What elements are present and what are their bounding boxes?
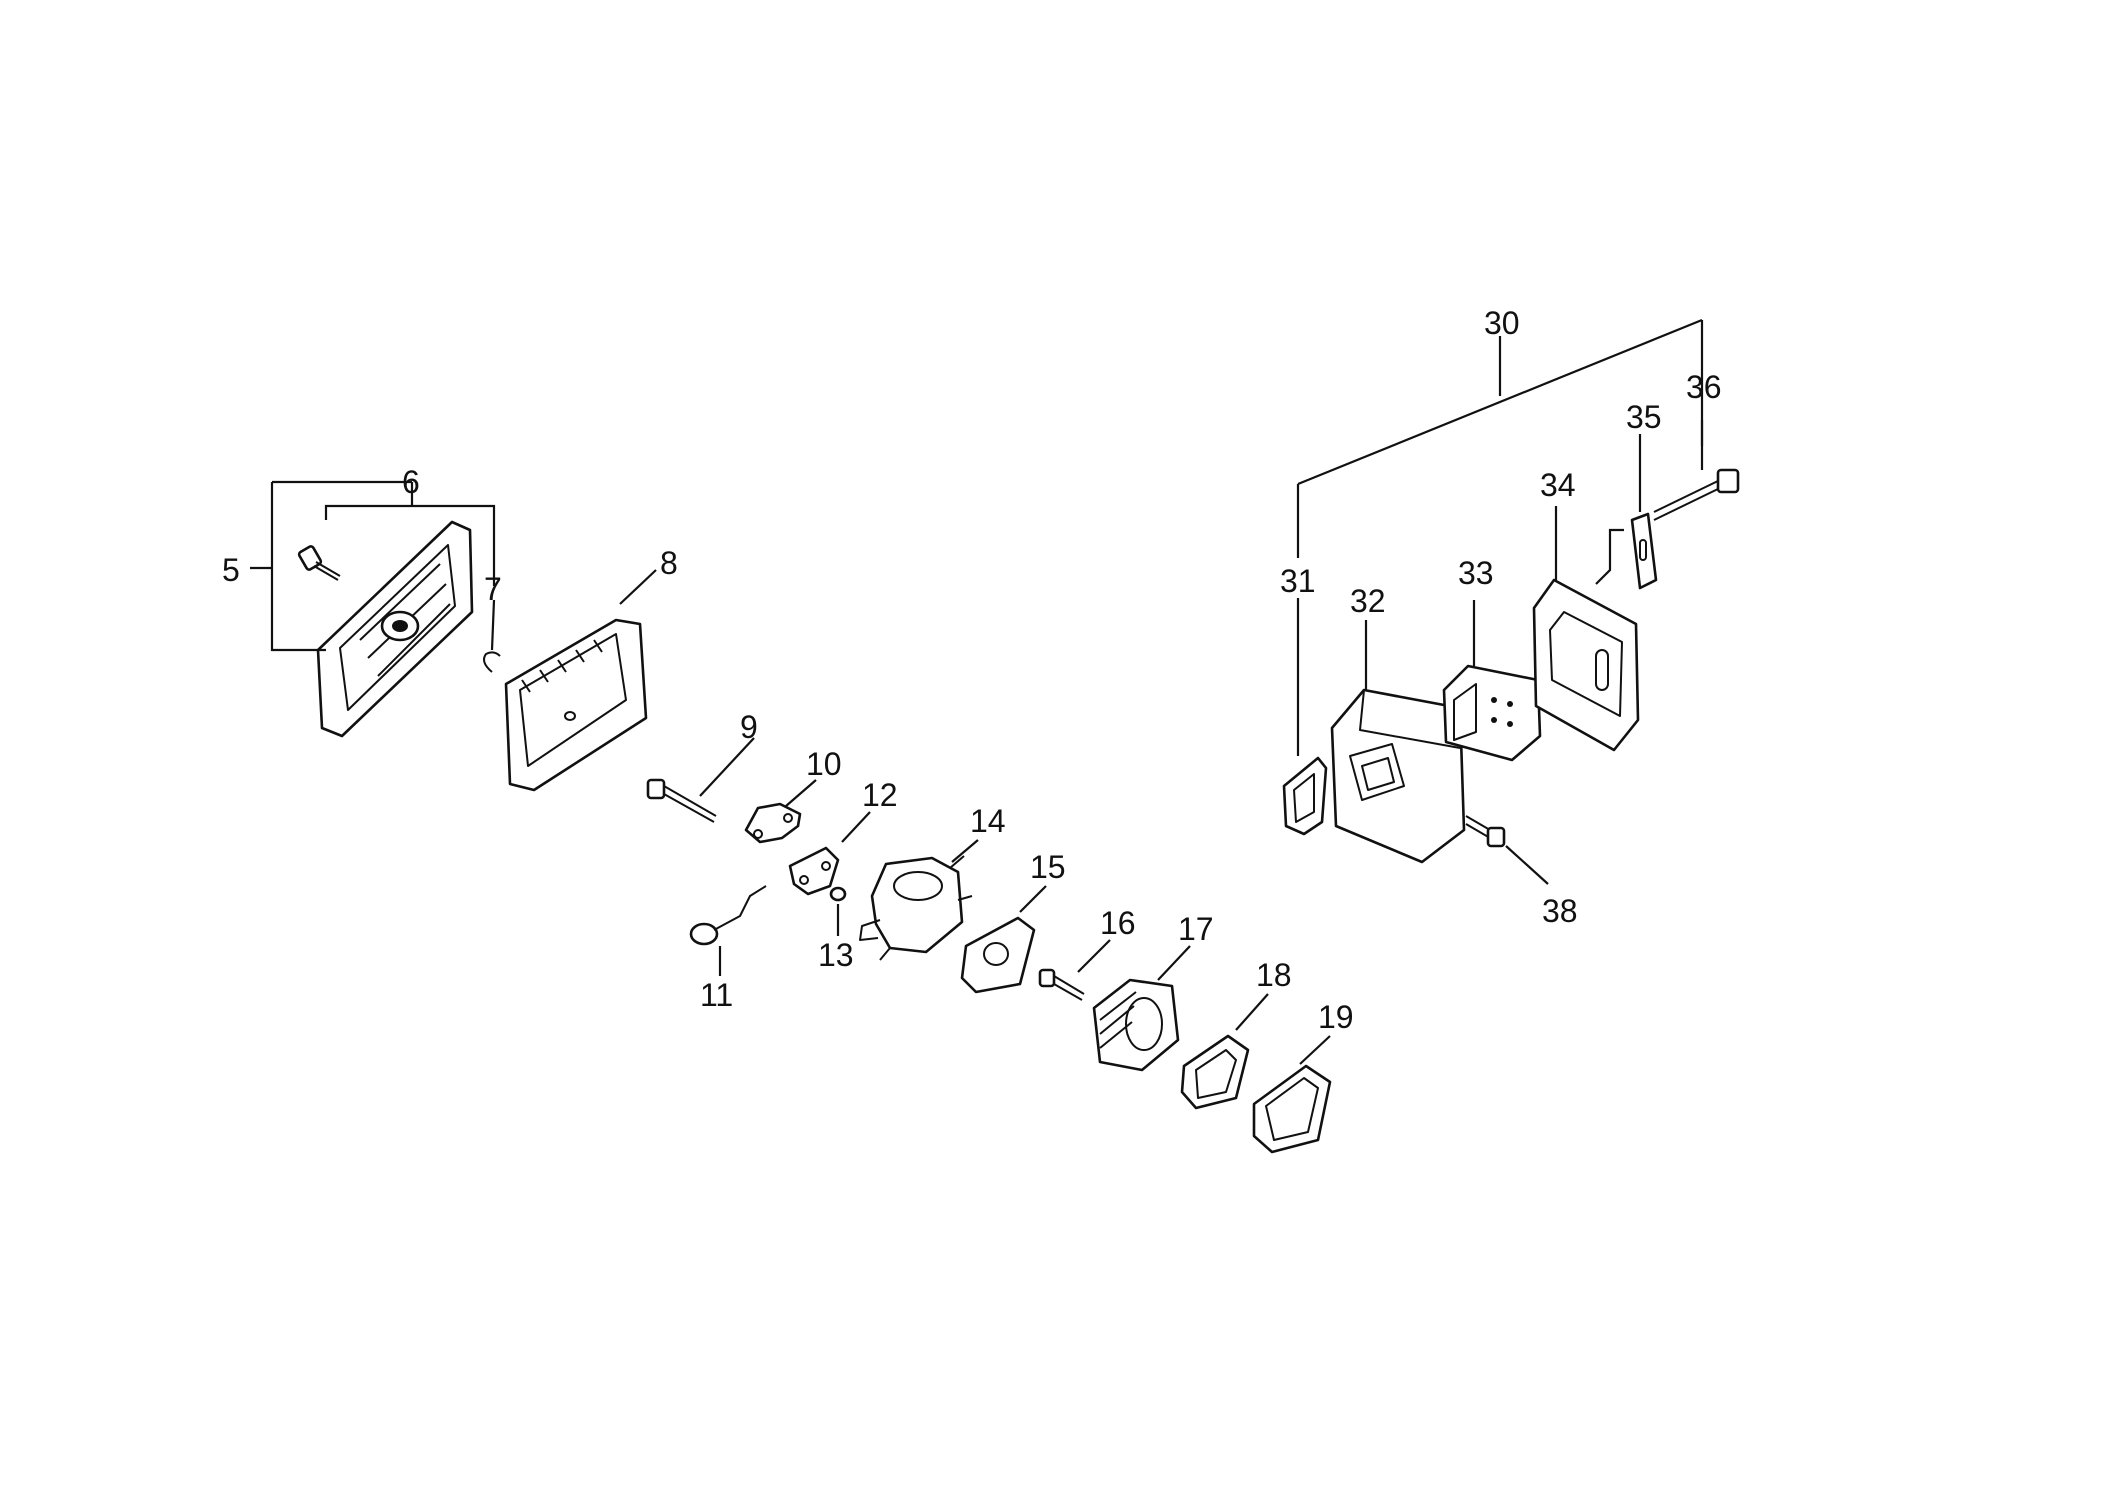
part-31-muffler-gasket bbox=[1282, 756, 1328, 836]
callout-19: 19 bbox=[1318, 999, 1354, 1035]
callout-7: 7 bbox=[484, 571, 502, 607]
callout-34: 34 bbox=[1540, 467, 1576, 503]
part-16-bolt bbox=[1038, 968, 1085, 1001]
callout-11: 11 bbox=[700, 977, 733, 1013]
part-12-plate bbox=[788, 846, 840, 896]
callout-labels: 5 6 7 8 9 10 11 12 13 14 15 16 17 18 19 … bbox=[222, 305, 1722, 1035]
leader-lines bbox=[250, 318, 1704, 1065]
part-11-choke-knob bbox=[689, 885, 767, 946]
callout-14: 14 bbox=[970, 803, 1006, 839]
callout-17: 17 bbox=[1178, 911, 1214, 947]
part-15-gasket bbox=[960, 916, 1036, 994]
part-38-bolt bbox=[1465, 815, 1506, 848]
callout-5: 5 bbox=[222, 552, 240, 588]
part-6-screw bbox=[297, 545, 341, 581]
callout-9: 9 bbox=[740, 709, 758, 745]
part-35-plate bbox=[1630, 512, 1658, 590]
callout-36: 36 bbox=[1686, 369, 1722, 405]
callout-30: 30 bbox=[1484, 305, 1520, 341]
callout-15: 15 bbox=[1030, 849, 1066, 885]
callout-32: 32 bbox=[1350, 583, 1386, 619]
part-8-air-filter bbox=[504, 618, 648, 792]
part-18-gasket bbox=[1180, 1034, 1250, 1110]
callout-12: 12 bbox=[862, 777, 898, 813]
part-33-spark-arrestor bbox=[1442, 664, 1542, 762]
callout-8: 8 bbox=[660, 545, 678, 581]
callout-6: 6 bbox=[402, 464, 420, 500]
callout-18: 18 bbox=[1256, 957, 1292, 993]
part-9-bolt bbox=[646, 778, 717, 823]
callout-16: 16 bbox=[1100, 905, 1136, 941]
part-19-gasket bbox=[1252, 1064, 1332, 1154]
part-36-bolt bbox=[1653, 468, 1740, 521]
callout-33: 33 bbox=[1458, 555, 1494, 591]
part-7-clip bbox=[483, 651, 501, 673]
callout-31: 31 bbox=[1280, 563, 1316, 599]
callout-38: 38 bbox=[1542, 893, 1578, 929]
callout-13: 13 bbox=[818, 937, 854, 973]
part-14-carburetor bbox=[859, 855, 973, 961]
part-10-bracket bbox=[744, 802, 802, 844]
part-34-muffler-cover bbox=[1532, 578, 1640, 752]
part-13-washer bbox=[829, 886, 847, 902]
part-32-muffler bbox=[1330, 688, 1466, 864]
part-5-air-cleaner-cover bbox=[316, 520, 474, 738]
callout-10: 10 bbox=[806, 746, 842, 782]
callout-35: 35 bbox=[1626, 399, 1662, 435]
part-17-insulator bbox=[1092, 978, 1180, 1072]
